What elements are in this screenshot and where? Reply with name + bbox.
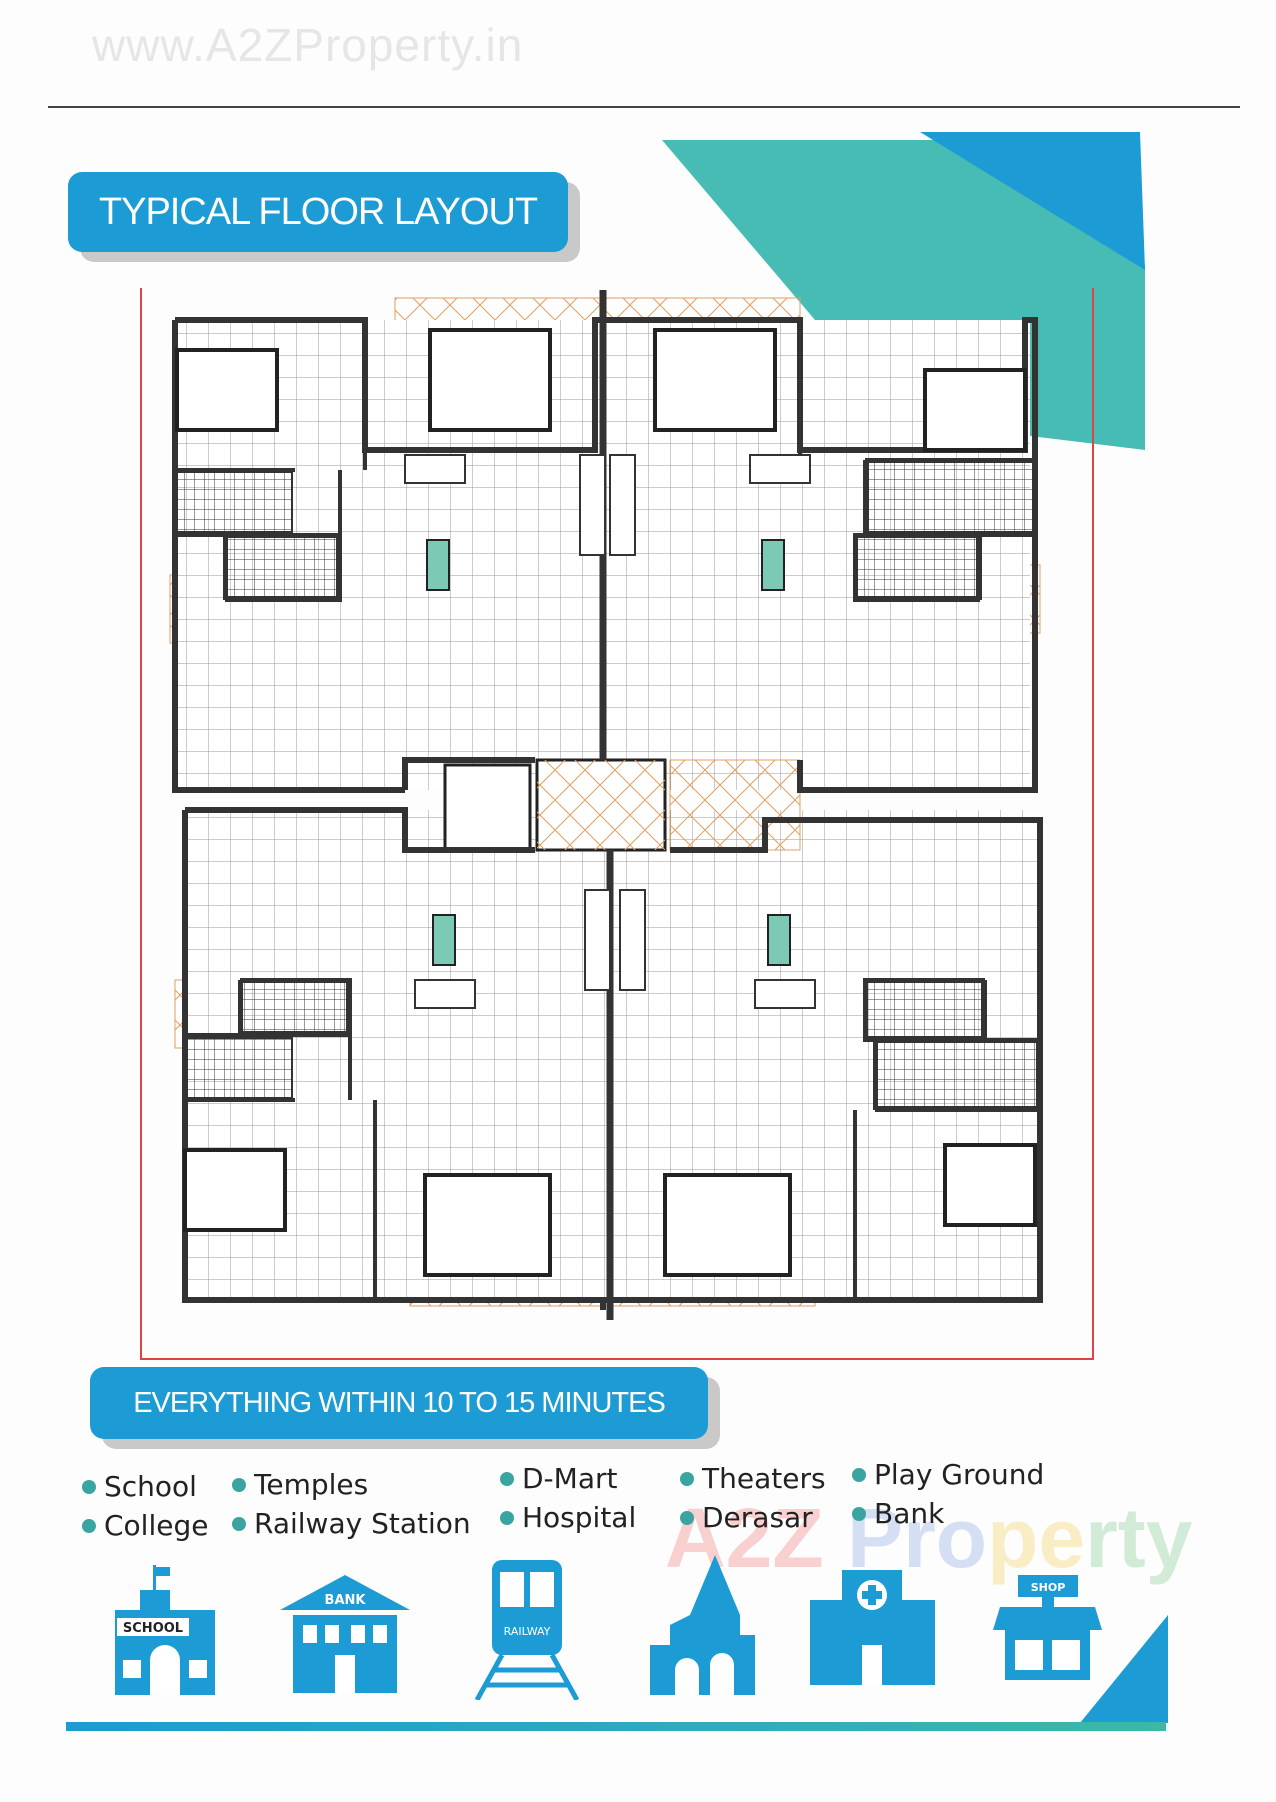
temple-icon: [650, 1555, 755, 1695]
amenity-item: Play Ground: [852, 1458, 1044, 1491]
bullet-icon: [232, 1477, 246, 1492]
bullet-icon: [500, 1510, 514, 1525]
amenity-item: Railway Station: [232, 1507, 471, 1540]
amenity-label: Theaters: [702, 1462, 826, 1495]
plan-frame: [140, 288, 1094, 1360]
railway-icon: RAILWAY: [474, 1560, 580, 1700]
amenity-label: Bank: [874, 1497, 945, 1530]
amenity-label: School: [104, 1470, 197, 1503]
site-watermark: www.A2ZProperty.in: [92, 19, 524, 71]
page-title: TYPICAL FLOOR LAYOUT: [68, 172, 568, 252]
amenity-label: Play Ground: [874, 1458, 1045, 1491]
proximity-heading: EVERYTHING WITHIN 10 TO 15 MINUTES: [90, 1367, 708, 1439]
corner-triangle: [1080, 1615, 1168, 1723]
amenity-label: Temples: [254, 1468, 369, 1501]
bullet-icon: [852, 1467, 866, 1482]
bank-icon-label: BANK: [325, 1593, 367, 1608]
amenity-label: D-Mart: [522, 1462, 618, 1495]
amenity-label: Railway Station: [254, 1507, 471, 1540]
amenity-label: Hospital: [522, 1501, 637, 1534]
bullet-icon: [82, 1518, 96, 1533]
amenity-item: Hospital: [500, 1501, 636, 1534]
shop-icon-label: SHOP: [1031, 1581, 1066, 1594]
amenity-label: Derasar: [702, 1501, 813, 1534]
bullet-icon: [500, 1471, 514, 1486]
amenity-item: Bank: [852, 1497, 1044, 1530]
amenity-item: Derasar: [680, 1501, 826, 1534]
bullet-icon: [232, 1516, 246, 1531]
amenity-item: D-Mart: [500, 1462, 636, 1495]
bank-icon: BANK: [280, 1575, 410, 1693]
floor-plan: [169, 290, 1043, 1320]
amenity-label: College: [104, 1509, 209, 1542]
footer-bar: [66, 1722, 1166, 1731]
amenity-item: Temples: [232, 1468, 471, 1501]
bullet-icon: [680, 1510, 694, 1525]
brand-watermark: A2Z Property: [665, 1491, 1193, 1585]
page-border: [48, 106, 1240, 108]
amenity-item: School: [82, 1470, 208, 1503]
amenities-list: School College Temples Railway Station D…: [82, 1458, 1162, 1552]
bullet-icon: [852, 1506, 866, 1521]
shop-icon: SHOP: [993, 1575, 1102, 1680]
amenity-item: Theaters: [680, 1462, 826, 1495]
hospital-icon: [810, 1570, 935, 1685]
amenity-item: College: [82, 1509, 208, 1542]
bullet-icon: [680, 1471, 694, 1486]
bullet-icon: [82, 1479, 96, 1494]
railway-icon-label: RAILWAY: [504, 1625, 551, 1638]
school-icon: SCHOOL: [115, 1565, 215, 1695]
school-icon-label: SCHOOL: [123, 1621, 183, 1636]
